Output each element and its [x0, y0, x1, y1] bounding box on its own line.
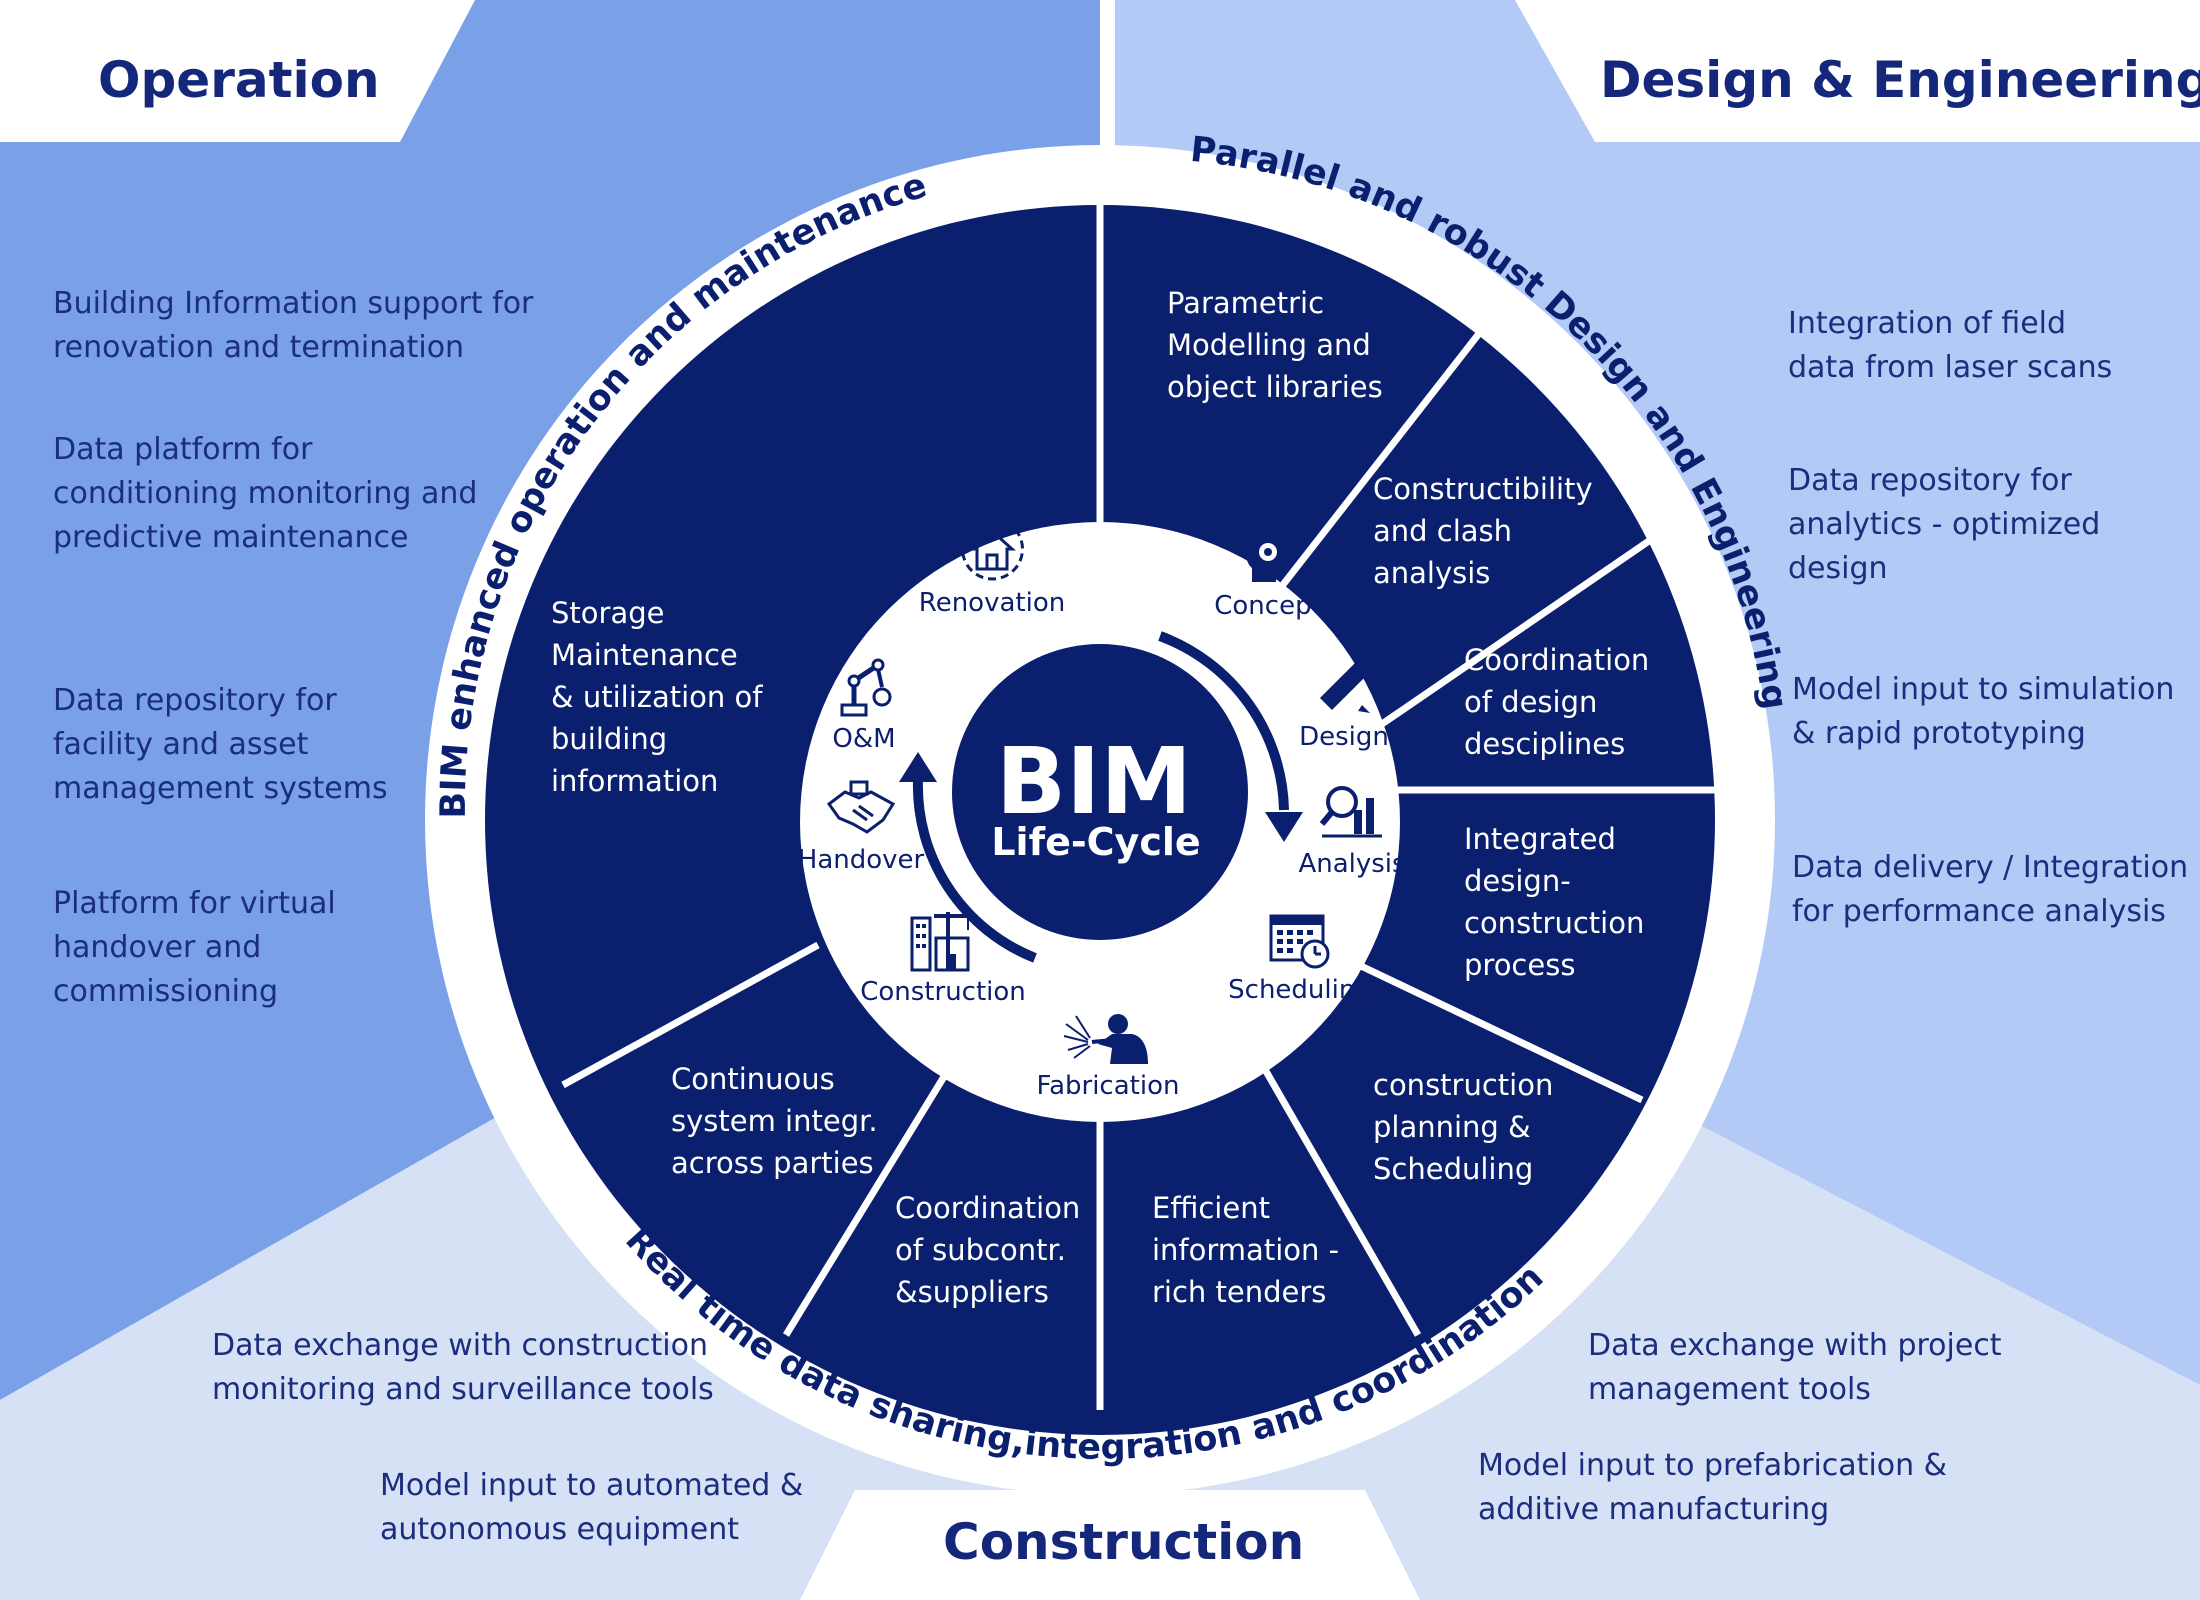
construction-item: Model input to prefabrication & additive… — [1478, 1448, 1948, 1527]
head-gear-icon — [1246, 533, 1292, 582]
segment-integrated-process: Integrated design- construction process — [1464, 822, 1645, 982]
stage-renovation: Renovation — [902, 515, 1082, 619]
stage-label: Renovation — [918, 588, 1066, 618]
stage-concept: Concept — [1178, 528, 1358, 622]
operation-title-plate — [0, 0, 475, 142]
stage-label: Analysis — [1298, 849, 1406, 879]
design-title-plate — [1515, 0, 2200, 142]
segment-parametric-modelling: Parametric Modelling and object librarie… — [1167, 286, 1383, 404]
design-item: Model input to simulation & rapid protot… — [1792, 672, 2175, 751]
stage-handover: Handover — [771, 780, 951, 876]
stage-label: Concept — [1214, 591, 1322, 621]
welder-icon — [1063, 1014, 1148, 1064]
operation-item: Building Information support for renovat… — [53, 286, 534, 365]
stage-scheduling: Scheduling — [1210, 908, 1390, 1006]
cycle-arrow-right — [1158, 631, 1289, 811]
segment-storage-maintenance: Storage Maintenance & utilization of bui… — [551, 596, 763, 798]
stage-fabrication: Fabrication — [1018, 1010, 1198, 1102]
construction-title-plate — [800, 1490, 1420, 1600]
stage-label: Construction — [860, 977, 1026, 1007]
handshake-icon — [826, 780, 896, 834]
bim-subtitle: Life-Cycle — [991, 820, 1200, 864]
design-item: Integration of field data from laser sca… — [1788, 306, 2113, 385]
stage-label: O&M — [832, 724, 896, 754]
stage-analysis: Analysis — [1262, 780, 1442, 880]
stage-construction: Construction — [853, 908, 1033, 1008]
crane-building-icon — [910, 912, 976, 972]
construction-item: Data exchange with project management to… — [1588, 1328, 2002, 1407]
design-engineering-title: Design & Engineering — [1600, 51, 2200, 109]
segment-continuous-integration: Continuous system integr. across parties — [671, 1062, 878, 1180]
stage-label: Scheduling — [1228, 975, 1372, 1005]
stage-label: Fabrication — [1036, 1071, 1180, 1101]
design-item: Data delivery / Integration for performa… — [1792, 850, 2189, 929]
segment-constructibility: Constructibility and clash analysis — [1373, 472, 1593, 590]
stage-label: Design — [1299, 722, 1389, 752]
calendar-clock-icon — [1269, 914, 1330, 969]
operation-title: Operation — [98, 51, 380, 109]
cycle-arrow-right-head — [1265, 812, 1303, 842]
magnifier-chart-icon — [1320, 786, 1382, 838]
segment-rich-tenders: Efficient information - rich tenders — [1152, 1191, 1340, 1309]
segment-construction-planning: construction planning & Scheduling — [1373, 1068, 1554, 1186]
construction-item: Data exchange with construction monitori… — [212, 1328, 714, 1407]
segment-coordination-design: Coordination of design desciplines — [1464, 643, 1650, 761]
operation-item: Data repository for facility and asset m… — [53, 683, 388, 806]
stage-om: O&M — [774, 655, 954, 755]
cycle-arrow-left-head — [899, 752, 937, 782]
construction-item: Model input to automated & autonomous eq… — [380, 1468, 804, 1547]
pencil-ruler-icon — [1319, 661, 1370, 713]
house-icon — [961, 517, 1024, 581]
bim-title: BIM — [996, 728, 1192, 835]
cycle-arrow-left — [912, 779, 1037, 963]
stage-design: Design — [1254, 655, 1434, 753]
design-item: Data repository for analytics - optimize… — [1788, 463, 2101, 586]
stage-label: Handover — [797, 845, 925, 875]
construction-title: Construction — [943, 1513, 1305, 1571]
segment-subcontractor-coordination: Coordination of subcontr. &suppliers — [895, 1191, 1081, 1309]
segment-dividers — [561, 185, 1725, 1410]
robot-arm-icon — [840, 658, 892, 717]
operation-item: Data platform for conditioning monitorin… — [53, 432, 478, 555]
operation-item: Platform for virtual handover and commis… — [53, 886, 336, 1009]
bim-hub — [952, 644, 1248, 940]
